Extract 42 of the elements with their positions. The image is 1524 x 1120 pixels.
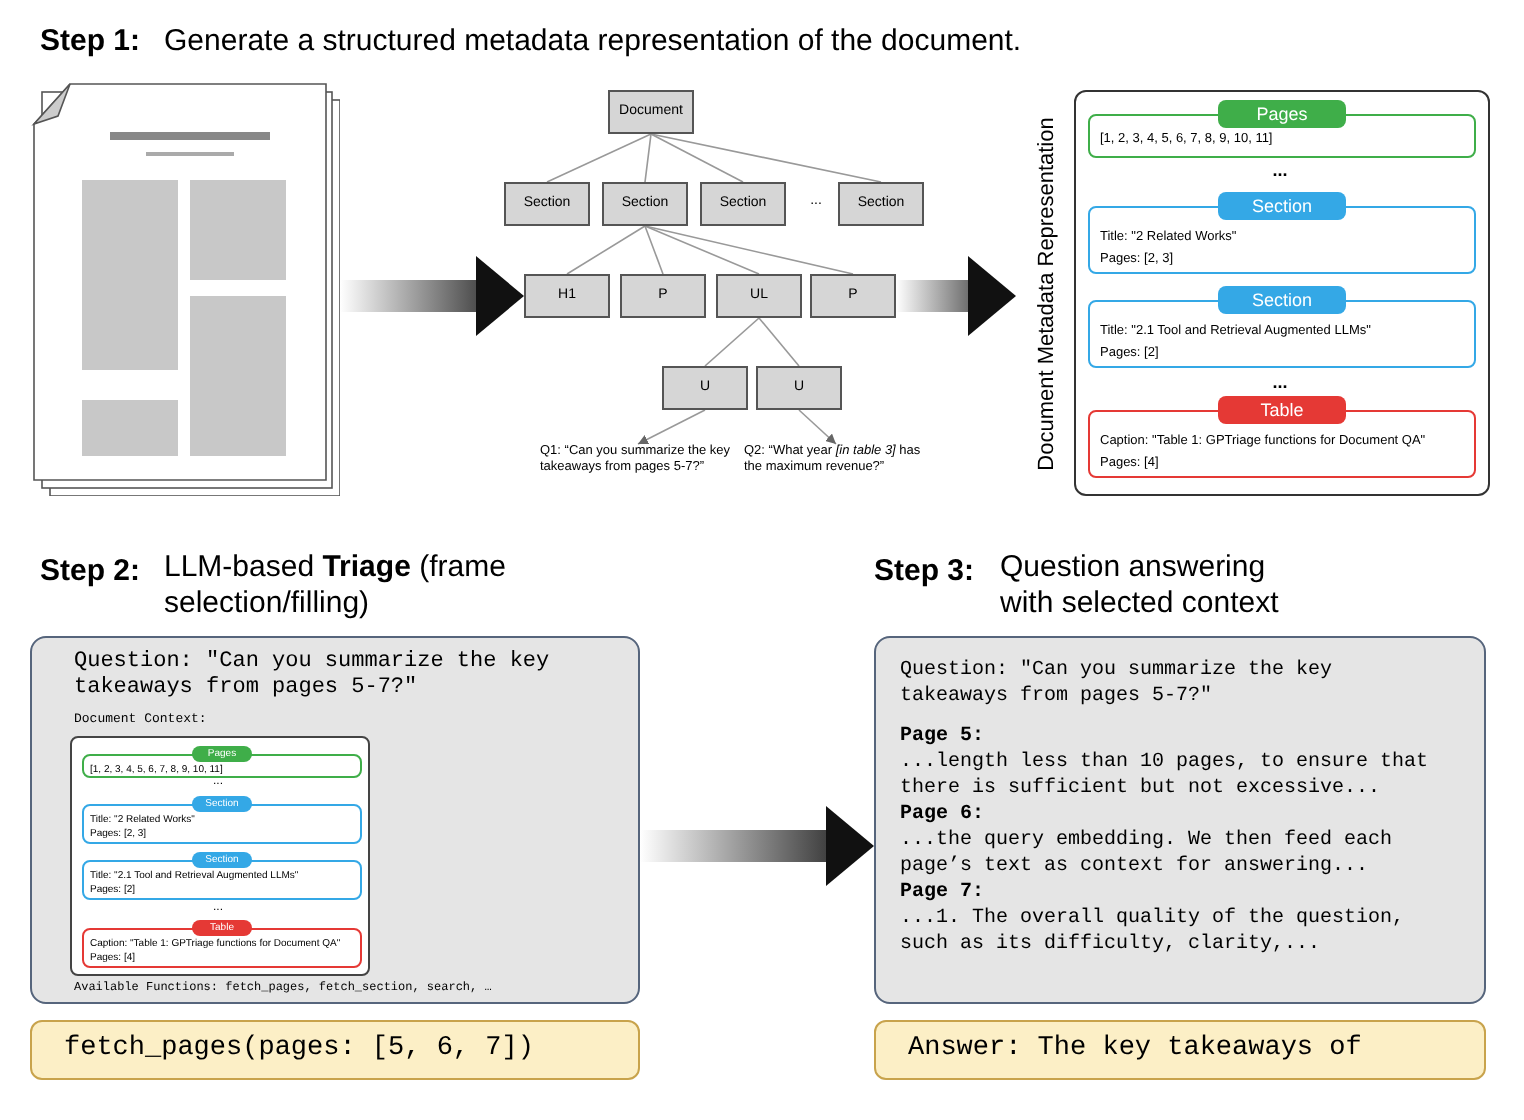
card-header-label: Section <box>1218 286 1346 314</box>
connector-line <box>650 133 744 183</box>
prompt-panel <box>30 636 640 1004</box>
leader-line <box>637 409 706 445</box>
connector-line <box>644 225 760 275</box>
prompt-text: Question: "Can you summarize the key takeaways from pages 5-7?" <box>900 658 1335 710</box>
connector-line <box>546 133 652 183</box>
step-heading: Step 3: <box>874 552 977 592</box>
output-box: Answer: The key takeaways of <box>874 1020 1486 1080</box>
card-header-label: Section <box>1218 192 1346 220</box>
step-heading: Step 1: <box>40 22 143 62</box>
connector-line <box>644 225 854 275</box>
step-heading: Step 2: <box>40 552 143 592</box>
prompt-text: ...the query embedding. We then feed each page’s text as context for answering... <box>900 828 1395 880</box>
prompt-panel <box>874 636 1486 1004</box>
step-description: LLM-based Triage (frame selection/filling) <box>164 550 508 622</box>
prompt-text: Page 7: <box>900 880 987 906</box>
arrow <box>640 806 874 886</box>
step-description: Generate a structured metadata representation of the document. <box>164 22 1024 62</box>
connector-line <box>650 133 882 183</box>
prompt-text: ...length less than 10 pages, to ensure that there is sufficient but not excessive... <box>900 750 1431 802</box>
step-description: Question answering with selected context <box>1000 550 1281 622</box>
arrow <box>896 256 1016 336</box>
arrow <box>340 256 524 336</box>
leader-line <box>798 409 837 445</box>
connector-line <box>758 317 800 367</box>
card-header-label: Table <box>1218 396 1346 424</box>
connector-line <box>704 317 760 367</box>
context-frame <box>70 736 370 976</box>
connector-line <box>566 225 646 275</box>
vertical-label: Document Metadata Representation <box>1032 114 1060 474</box>
prompt-text: Question: "Can you summarize the key takeaways from pages 5-7?" <box>74 650 552 702</box>
picture <box>30 80 340 496</box>
prompt-text: Page 5: <box>900 724 987 750</box>
prompt-text: Page 6: <box>900 802 987 828</box>
connector-line <box>644 133 652 183</box>
ellipsis: ... <box>1270 372 1290 392</box>
card-header-label: Pages <box>1218 100 1346 128</box>
ellipsis: ... <box>1270 160 1290 180</box>
output-box: fetch_pages(pages: [5, 6, 7]) <box>30 1020 640 1080</box>
connector-line <box>644 225 664 275</box>
prompt-text: ...1. The overall quality of the question, such as its difficulty, clarity,... <box>900 906 1407 958</box>
